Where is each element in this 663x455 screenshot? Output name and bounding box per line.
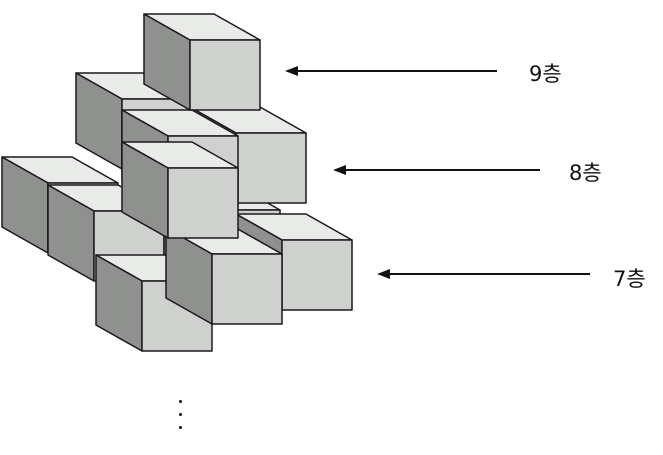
layer-8-label: 8층	[569, 161, 602, 185]
layer-9-label: 9층	[529, 62, 562, 86]
layer-9-arrow	[285, 66, 497, 76]
cube-front-face	[167, 167, 239, 239]
layer-7-arrow	[377, 269, 590, 279]
layer-arrows	[285, 66, 590, 279]
cube-front-face	[281, 239, 353, 311]
layer-7-label: 7층	[613, 267, 646, 291]
layer-8-arrow	[333, 165, 540, 175]
continuation-ellipsis	[174, 396, 188, 436]
cube-front-face	[211, 253, 283, 325]
cube-front-face	[235, 132, 307, 204]
cube-front-face	[189, 39, 261, 111]
cube-stack	[1, 13, 353, 352]
